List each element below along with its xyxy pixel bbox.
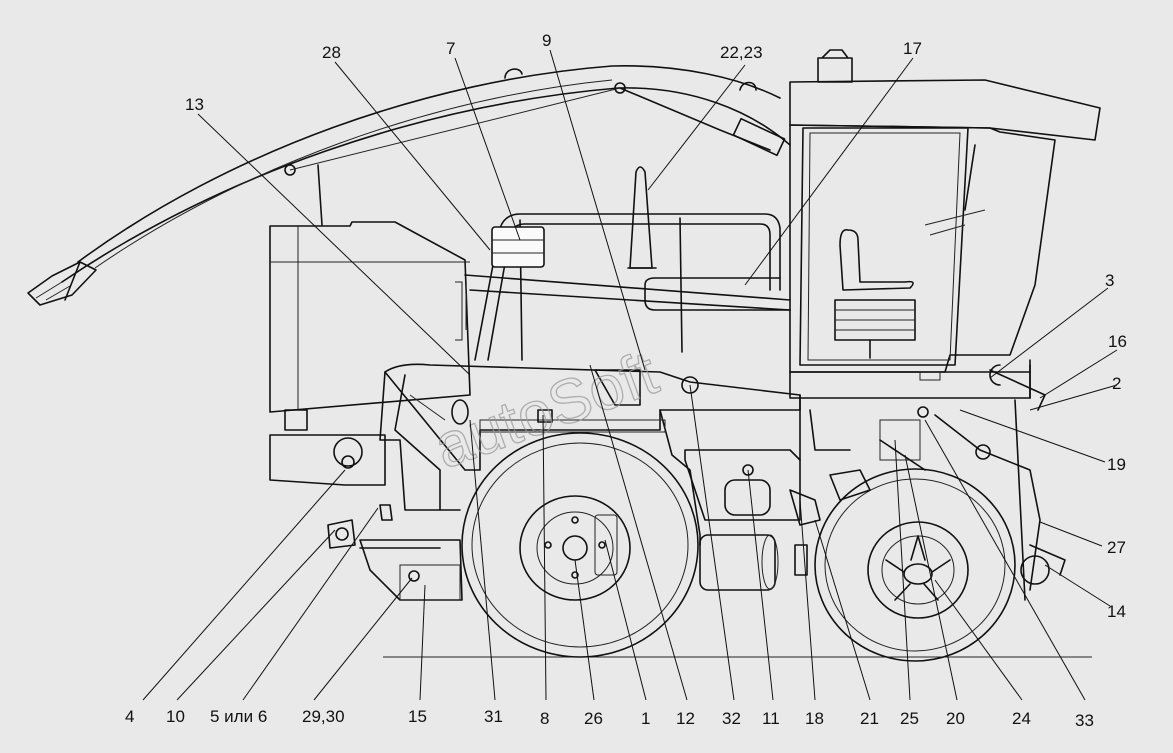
- callout-12: 12: [676, 709, 695, 728]
- callout-16: 16: [1108, 332, 1127, 351]
- callout-2: 2: [1112, 374, 1121, 393]
- machine-body: [379, 363, 851, 546]
- feeder-housing: [269, 399, 469, 601]
- callout-10: 10: [166, 707, 185, 726]
- operator-cab: [789, 49, 1101, 399]
- air-cleaner: [491, 166, 657, 269]
- callout-8: 8: [540, 709, 549, 728]
- callout-7: 7: [446, 39, 455, 58]
- callout-27: 27: [1107, 538, 1126, 557]
- rear-wheel: [814, 468, 1016, 662]
- callout-5-or-6: 5 или 6: [210, 707, 267, 726]
- rear-assembly: [934, 364, 1066, 601]
- callout-17: 17: [903, 39, 922, 58]
- callout-labels: 28 7 9 22,23 17 13 3 16 2 19 27 14 4 10 …: [125, 31, 1127, 730]
- callout-18: 18: [805, 709, 824, 728]
- callout-14: 14: [1107, 602, 1126, 621]
- callout-29-30: 29,30: [302, 707, 345, 726]
- callout-3: 3: [1105, 271, 1114, 290]
- callout-19: 19: [1107, 455, 1126, 474]
- callout-21: 21: [860, 709, 879, 728]
- callout-24: 24: [1012, 709, 1031, 728]
- undercarriage: [537, 369, 929, 591]
- callout-25: 25: [900, 709, 919, 728]
- watermark-text: autoSoft: [426, 338, 667, 482]
- engine-hood: [269, 221, 471, 413]
- callout-1: 1: [641, 709, 650, 728]
- callout-26: 26: [584, 709, 603, 728]
- callout-32: 32: [722, 709, 741, 728]
- callout-11: 11: [762, 709, 780, 728]
- discharge-spout: [27, 65, 791, 306]
- callout-4: 4: [125, 707, 134, 726]
- leader-lines: [142, 49, 1118, 701]
- callout-22-23: 22,23: [720, 43, 763, 62]
- callout-31: 31: [484, 707, 503, 726]
- callout-28: 28: [322, 43, 341, 62]
- callout-9: 9: [542, 31, 551, 50]
- callout-20: 20: [946, 709, 965, 728]
- callout-13: 13: [185, 95, 204, 114]
- front-wheel: [461, 432, 699, 658]
- callout-33: 33: [1075, 711, 1094, 730]
- callout-15: 15: [408, 707, 427, 726]
